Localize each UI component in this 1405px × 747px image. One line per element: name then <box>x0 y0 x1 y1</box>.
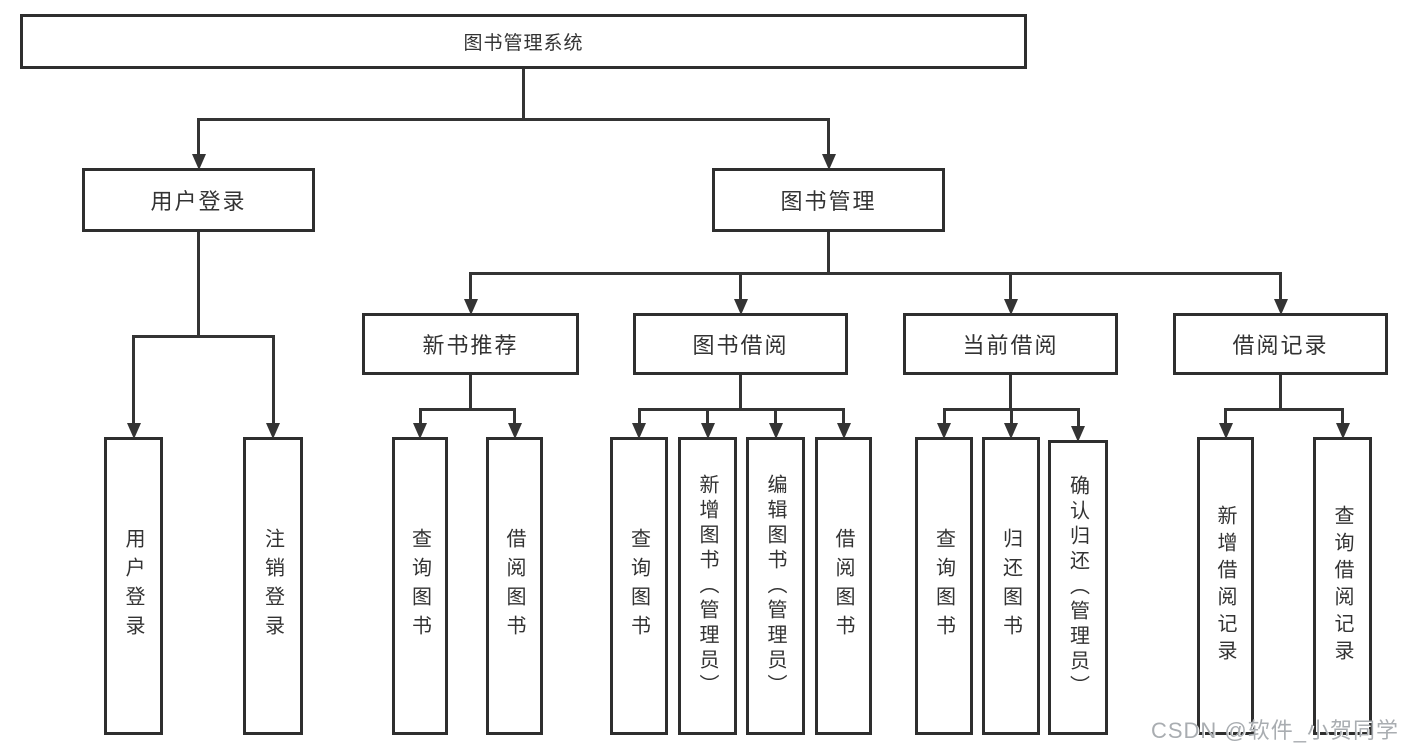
arrow-down-icon <box>836 423 851 439</box>
arrow-down-icon <box>507 423 522 439</box>
connector-line <box>522 69 525 121</box>
connector-line <box>739 375 742 411</box>
arrow-down-icon <box>266 423 280 439</box>
node-borrow-books: 借阅图书 <box>486 437 543 735</box>
node-search-books: 查询图书 <box>610 437 668 735</box>
arrow-down-icon <box>1218 423 1233 439</box>
node-label: 新增图书（管理员） <box>696 473 718 699</box>
connector-line <box>1009 275 1012 299</box>
connector-line <box>827 232 830 275</box>
connector-line <box>271 338 275 423</box>
node-return-books: 归还图书 <box>982 437 1040 735</box>
arrow-down-icon <box>413 423 427 439</box>
connector-line <box>637 408 845 411</box>
arrow-down-icon <box>1004 423 1018 439</box>
arrow-down-icon <box>191 154 206 170</box>
connector-line <box>1279 275 1282 299</box>
node-search-books: 查询图书 <box>392 437 448 735</box>
arrow-down-icon <box>126 423 141 439</box>
node-search-borrow-record: 查询借阅记录 <box>1313 437 1372 735</box>
connector-line <box>774 411 777 423</box>
node-borrow-books: 借阅图书 <box>815 437 872 735</box>
node-label: 查询图书 <box>932 528 955 644</box>
connector-line <box>1076 411 1080 426</box>
node-user-login-module: 用户登录 <box>82 168 315 232</box>
node-search-books: 查询图书 <box>915 437 973 735</box>
connector-line <box>942 411 946 423</box>
watermark: CSDN @软件_小贺同学 <box>1150 718 1399 743</box>
connector-line <box>469 375 472 411</box>
arrow-down-icon <box>1071 426 1085 442</box>
arrow-down-icon <box>937 423 951 439</box>
connector-line <box>513 411 516 423</box>
node-label: 编辑图书（管理员） <box>764 473 786 699</box>
node-label: 用户登录 <box>150 189 247 214</box>
node-borrowing-records: 借阅记录 <box>1173 313 1388 375</box>
connector-line <box>418 408 516 411</box>
connector-line <box>842 411 845 423</box>
node-book-borrowing: 图书借阅 <box>633 313 848 375</box>
connector-line <box>469 272 1282 275</box>
node-label: 新书推荐 <box>422 333 519 358</box>
connector-line <box>418 411 422 423</box>
node-new-book-recommendation: 新书推荐 <box>362 313 579 375</box>
node-label: 用户登录 <box>122 528 144 644</box>
connector-line <box>1341 411 1344 423</box>
arrow-down-icon <box>768 423 783 439</box>
node-label: 新增借阅记录 <box>1214 505 1236 667</box>
node-label: 查询借阅记录 <box>1331 505 1353 667</box>
arrow-down-icon <box>632 423 646 439</box>
arrow-down-icon <box>821 154 836 170</box>
node-add-book-admin: 新增图书（管理员） <box>678 437 737 735</box>
connector-line <box>197 232 200 338</box>
node-label: 归还图书 <box>999 528 1022 644</box>
connector-line <box>1009 375 1012 411</box>
arrow-down-icon <box>463 299 478 315</box>
connector-line <box>739 275 742 299</box>
node-confirm-return-admin: 确认归还（管理员） <box>1048 440 1108 735</box>
node-label: 当前借阅 <box>962 333 1059 358</box>
arrow-down-icon <box>700 423 715 439</box>
node-library-management-system: 图书管理系统 <box>20 14 1027 69</box>
node-book-management: 图书管理 <box>712 168 945 232</box>
node-label: 注销登录 <box>261 528 284 644</box>
node-label: 图书管理系统 <box>463 33 584 54</box>
connector-line <box>942 408 1080 411</box>
connector-line <box>197 118 830 121</box>
node-label: 查询图书 <box>627 528 650 644</box>
connector-line <box>1009 411 1013 423</box>
node-logout: 注销登录 <box>243 437 303 735</box>
arrow-down-icon <box>1273 299 1288 315</box>
arrow-down-icon <box>1335 423 1350 439</box>
node-label: 图书借阅 <box>692 333 789 358</box>
node-label: 借阅记录 <box>1232 333 1329 358</box>
connector-line <box>827 121 830 154</box>
node-edit-book-admin: 编辑图书（管理员） <box>746 437 805 735</box>
node-label: 借阅图书 <box>832 528 854 644</box>
node-label: 图书管理 <box>780 189 877 214</box>
connector-line <box>706 411 709 423</box>
node-add-borrow-record: 新增借阅记录 <box>1197 437 1254 735</box>
node-user-login: 用户登录 <box>104 437 163 735</box>
connector-line <box>1279 375 1282 411</box>
node-current-borrowing: 当前借阅 <box>903 313 1118 375</box>
arrow-down-icon <box>733 299 748 315</box>
connector-line <box>1224 408 1344 411</box>
node-label: 确认归还（管理员） <box>1066 475 1089 700</box>
node-label: 借阅图书 <box>503 528 525 644</box>
connector-line <box>1224 411 1227 423</box>
connector-line <box>197 121 200 154</box>
connector-line <box>469 275 472 299</box>
connector-line <box>132 338 135 423</box>
connector-line <box>637 411 641 423</box>
arrow-down-icon <box>1003 299 1018 315</box>
connector-line <box>132 335 275 338</box>
node-label: 查询图书 <box>408 528 431 644</box>
